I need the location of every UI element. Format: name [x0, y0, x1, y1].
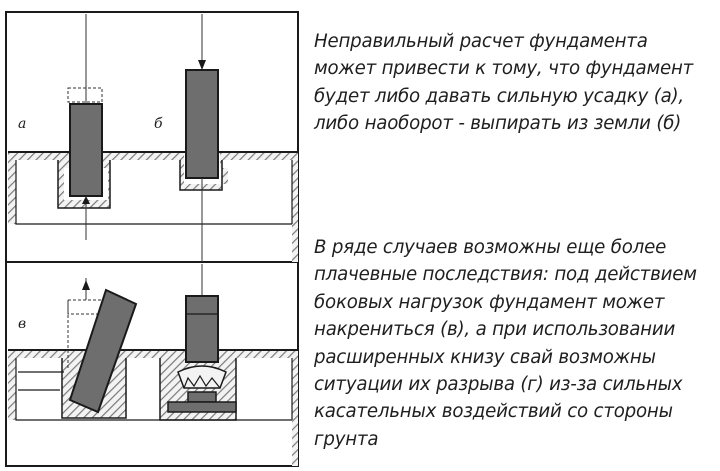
label-a: а	[18, 116, 26, 132]
pile-v	[67, 278, 138, 414]
label-b: б	[154, 116, 163, 132]
pile-b	[185, 14, 219, 262]
paragraph-1: Неправильный расчет фундамента может при…	[314, 31, 694, 135]
pile-a	[67, 14, 103, 240]
panel-bottom-frame	[5, 261, 299, 467]
label-v: в	[18, 316, 26, 332]
ground-bottom	[8, 349, 298, 466]
paragraph-2: В ряде случаев возможны еще более плачев…	[314, 237, 697, 450]
foundation-diagram: а б	[5, 11, 299, 467]
ground-top	[8, 151, 298, 262]
pile-g	[167, 264, 237, 413]
text-column: Неправильный расчет фундамента может при…	[314, 28, 714, 450]
